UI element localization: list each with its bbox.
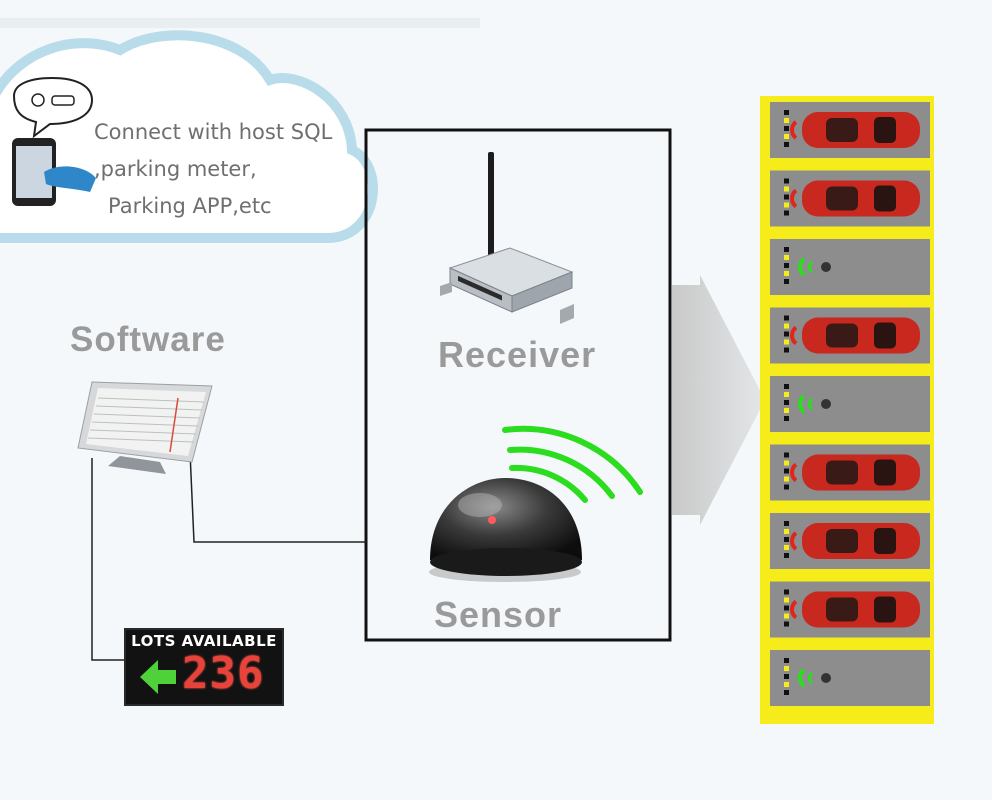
occupied-bay: [770, 513, 930, 569]
phone-app-icon: [12, 76, 96, 206]
vacant-bay: [770, 376, 930, 432]
receiver-device: [440, 152, 574, 324]
sensor-label: Sensor: [434, 594, 563, 635]
top-strip: [0, 18, 480, 28]
software-to-receiver-line: [189, 451, 366, 543]
red-signal-icon: [790, 531, 798, 551]
green-signal-icon: [798, 668, 831, 688]
sign-count: 236: [182, 648, 265, 699]
green-signal-icon: [798, 394, 831, 414]
red-signal-icon: [790, 325, 798, 346]
car-icon: [802, 112, 920, 148]
left-arrow-icon: [140, 660, 176, 694]
cloud-text-line: Connect with host SQL: [94, 120, 333, 144]
cloud-text: Connect with host SQL ,parking meter, Pa…: [94, 114, 384, 225]
system-box: [364, 128, 672, 642]
car-icon: [802, 523, 920, 559]
sensor-device: [429, 478, 582, 582]
receiver-label: Receiver: [438, 334, 597, 375]
vacant-bay: [770, 239, 930, 295]
cloud-text-line: Parking APP,etc: [108, 194, 272, 218]
car-icon: [802, 591, 920, 628]
software-label: Software: [70, 320, 226, 359]
green-signal-icon: [798, 257, 831, 277]
red-signal-icon: [790, 462, 798, 483]
lots-available-sign: LOTS AVAILABLE 236: [124, 628, 284, 706]
occupied-bay: [770, 581, 930, 638]
parking-lot: [760, 96, 934, 724]
car-icon: [802, 454, 920, 491]
cloud-shape: [0, 30, 378, 243]
occupied-bay: [770, 102, 930, 158]
occupied-bay: [770, 170, 930, 227]
parking-bays: [770, 102, 930, 706]
software-monitor: [77, 381, 213, 474]
cloud-text-line: ,parking meter,: [94, 157, 257, 181]
software-to-sign-line: [91, 458, 126, 661]
vacant-bay: [770, 650, 930, 706]
car-icon: [802, 317, 920, 354]
flow-arrow: [672, 275, 765, 525]
car-icon: [802, 180, 920, 217]
red-signal-icon: [790, 188, 798, 209]
sensor-signal-arcs: [502, 425, 643, 503]
red-signal-icon: [790, 599, 798, 620]
occupied-bay: [770, 444, 930, 501]
sign-title: LOTS AVAILABLE: [131, 632, 277, 650]
red-signal-icon: [790, 120, 798, 140]
occupied-bay: [770, 307, 930, 364]
